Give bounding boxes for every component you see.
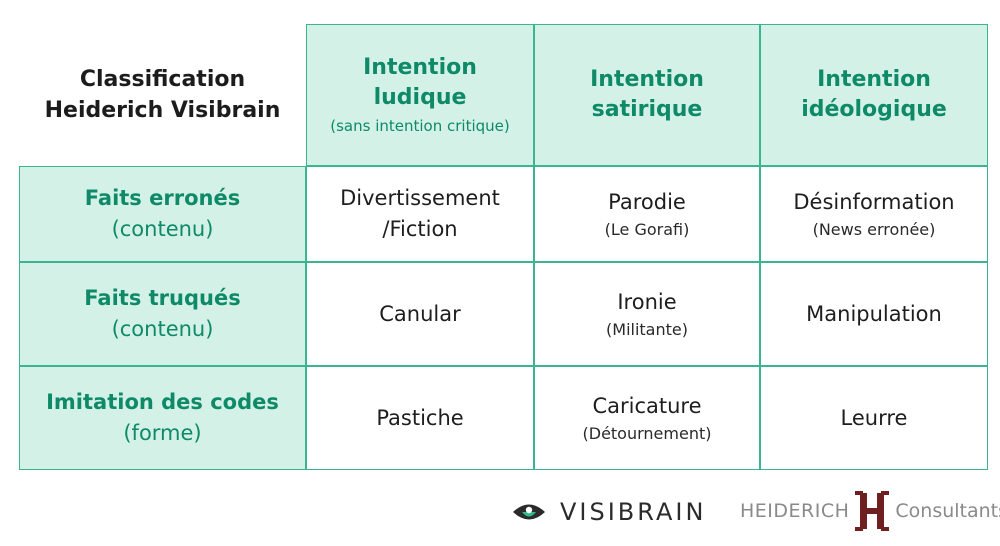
row-header: Faits erronés (contenu)	[19, 166, 306, 262]
column-header: Intention ludique (sans intention critique…	[306, 24, 534, 166]
column-header-subtitle: (sans intention critique)	[330, 117, 510, 135]
row-header-title: Faits erronés	[84, 186, 241, 210]
table-cell: Manipulation	[760, 262, 988, 366]
cell-example: (News erronée)	[812, 219, 936, 239]
row-header: Imitation des codes (forme)	[19, 366, 306, 470]
corner-title-line: Heiderich Visibrain	[44, 98, 281, 123]
column-header-title: Intention	[817, 67, 931, 92]
table-cell: Désinformation (News erronée)	[760, 166, 988, 262]
table-cell: Parodie (Le Gorafi)	[534, 166, 760, 262]
table-cell: Caricature (Détournement)	[534, 366, 760, 470]
cell-label: Désinformation	[793, 189, 955, 214]
row-header-subtitle: (contenu)	[111, 317, 214, 341]
column-header: Intention satirique	[534, 24, 760, 166]
cell-label: Ironie	[617, 289, 677, 314]
visibrain-wordmark: VISIBRAIN	[560, 498, 707, 526]
cell-label: Divertissement	[340, 186, 500, 210]
table-cell: Leurre	[760, 366, 988, 470]
cell-label: Parodie	[608, 189, 686, 214]
eye-icon	[513, 504, 545, 520]
cell-example: (Détournement)	[582, 423, 712, 443]
row-header-title: Imitation des codes	[46, 390, 279, 414]
table-cell: Ironie (Militante)	[534, 262, 760, 366]
column-header-title: Intention	[590, 67, 704, 92]
column-header-title: ludique	[373, 85, 467, 110]
row-header: Faits truqués (contenu)	[19, 262, 306, 366]
cell-label: /Fiction	[382, 217, 458, 241]
heiderich-wordmark: HEIDERICH	[740, 500, 850, 522]
row-header-subtitle: (forme)	[123, 421, 202, 445]
column-header-title: satirique	[591, 97, 703, 122]
cell-label: Leurre	[840, 405, 908, 430]
table-cell: Divertissement/Fiction	[306, 166, 534, 262]
cell-label: Pastiche	[376, 405, 464, 430]
cell-label: Caricature	[592, 393, 702, 418]
table-cell: Pastiche	[306, 366, 534, 470]
column-header-title: idéologique	[801, 97, 947, 122]
cell-example: (Le Gorafi)	[604, 219, 690, 239]
heiderich-consultants-logo: HEIDERICH Consultants	[740, 488, 1000, 534]
visibrain-logo: VISIBRAIN	[512, 492, 706, 532]
cell-example: (Militante)	[606, 319, 688, 339]
cell-label: Canular	[379, 301, 461, 326]
row-header-subtitle: (contenu)	[111, 217, 214, 241]
column-header-title: Intention	[363, 55, 477, 80]
consultants-wordmark: Consultants	[895, 500, 1000, 522]
corner-title-line: Classification	[79, 67, 246, 92]
row-header-title: Faits truqués	[84, 286, 241, 310]
table-cell: Canular	[306, 262, 534, 366]
cell-label: Manipulation	[806, 301, 942, 326]
heiderich-monogram-icon	[855, 491, 890, 531]
column-header: Intention idéologique	[760, 24, 988, 166]
